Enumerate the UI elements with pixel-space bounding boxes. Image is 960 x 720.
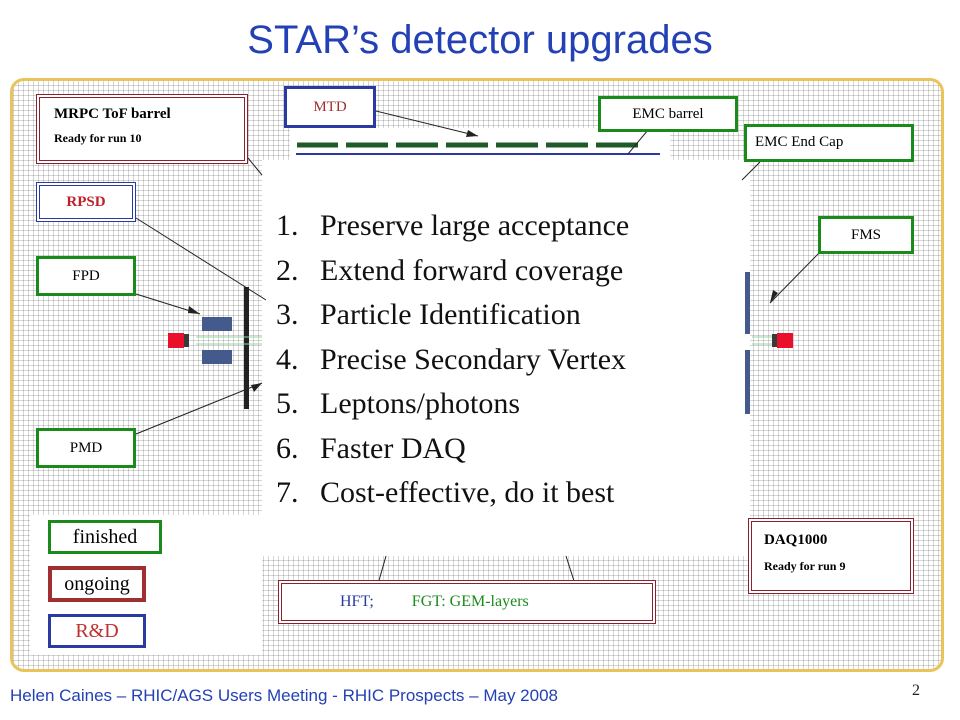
emc-barrel-label: EMC barrel — [632, 105, 704, 122]
upgrade-goals-list: 1.Preserve large acceptance 2.Extend for… — [276, 204, 629, 516]
left-fpd-block-lower — [202, 350, 232, 364]
left-endcap-bar — [244, 287, 249, 409]
mtd-label: MTD — [313, 98, 347, 115]
fgt-label: FGT: GEM-layers — [411, 593, 529, 610]
left-dark-cap — [184, 334, 189, 347]
mtd-box: MTD — [284, 86, 376, 128]
legend-rnd: R&D — [48, 614, 146, 648]
fms-label: FMS — [850, 226, 882, 243]
legend-finished: finished — [48, 520, 162, 554]
right-dark-cap — [772, 334, 777, 347]
list-item: 4.Precise Secondary Vertex — [276, 342, 627, 376]
legend-ongoing-label: ongoing — [64, 572, 130, 595]
emc-endcap-label: EMC End Cap — [755, 134, 844, 150]
fms-box: FMS — [818, 216, 914, 254]
mrpc-tof-title: MRPC ToF barrel — [54, 106, 171, 122]
list-item: 5.Leptons/photons — [276, 387, 520, 420]
mrpc-tof-box: MRPC ToF barrel Ready for run 10 — [36, 94, 248, 164]
left-red-detector — [168, 333, 184, 348]
hft-label: HFT; — [340, 593, 374, 610]
legend-ongoing: ongoing — [48, 566, 146, 602]
legend-rnd-label: R&D — [75, 619, 119, 642]
mrpc-tof-status: Ready for run 10 — [54, 131, 142, 145]
slide-title: STAR’s detector upgrades — [247, 18, 713, 62]
right-red-detector — [777, 333, 793, 348]
leader-arrowheads — [188, 130, 778, 392]
right-endcap-lower — [745, 350, 750, 414]
pmd-box: PMD — [36, 428, 136, 468]
fpd-label: FPD — [72, 267, 100, 284]
daq1000-title: DAQ1000 — [764, 532, 828, 548]
list-item: 1.Preserve large acceptance — [276, 209, 630, 242]
emc-endcap-box: EMC End Cap — [744, 124, 914, 162]
daq1000-status: Ready for run 9 — [764, 559, 846, 573]
leader-lines — [135, 110, 821, 585]
list-item: 6.Faster DAQ — [276, 431, 466, 465]
right-endcap-upper — [745, 272, 750, 334]
daq1000-box: DAQ1000 Ready for run 9 — [748, 518, 914, 594]
slide-footer: Helen Caines – RHIC/AGS Users Meeting - … — [10, 686, 558, 705]
list-item: 2.Extend forward coverage — [276, 253, 624, 287]
detector-area — [262, 160, 750, 556]
list-item: 7.Cost-effective, do it best — [276, 476, 615, 509]
legend-finished-label: finished — [72, 525, 138, 548]
left-fpd-block-upper — [202, 317, 232, 331]
emc-barrel-box: EMC barrel — [598, 96, 738, 132]
hft-fgt-box: HFT; FGT: GEM-layers — [278, 580, 656, 624]
fpd-box: FPD — [36, 256, 136, 296]
rpsd-box: RPSD — [36, 182, 136, 222]
list-item: 3.Particle Identification — [276, 298, 581, 331]
page-number: 2 — [912, 682, 920, 699]
pmd-label: PMD — [69, 439, 103, 456]
rpsd-label: RPSD — [66, 193, 106, 210]
